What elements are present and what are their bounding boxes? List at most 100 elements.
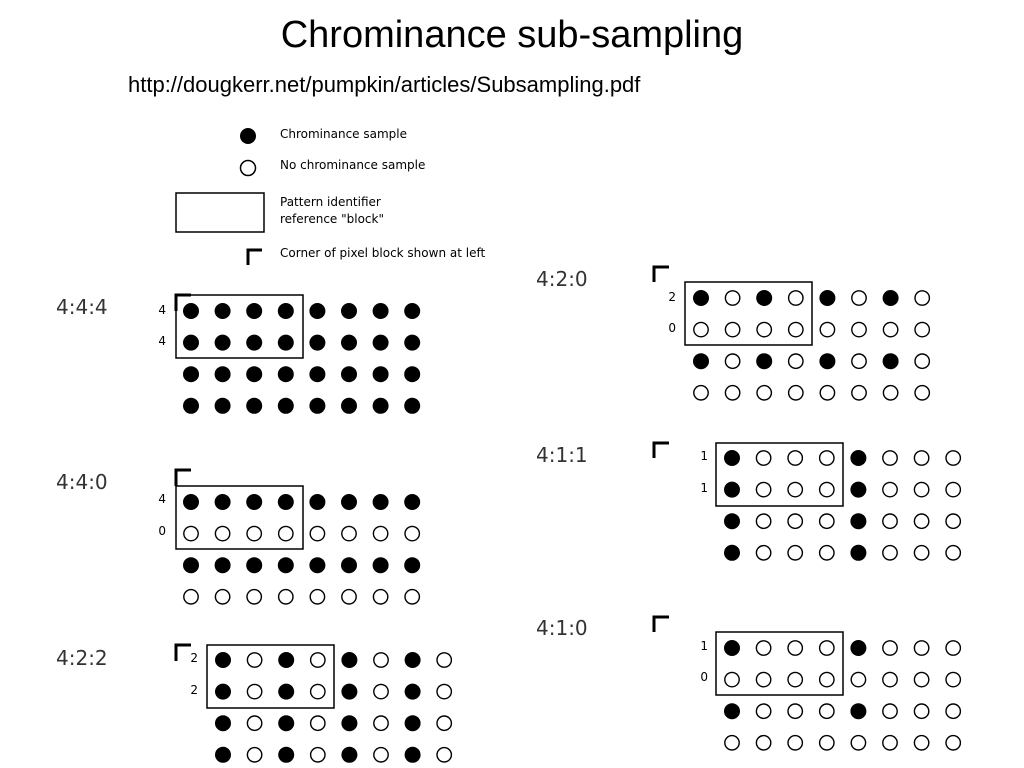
- no-sample-dot: [913, 671, 930, 688]
- no-sample-dot: [818, 450, 835, 466]
- no-sample-dot: [787, 734, 804, 751]
- chrominance-sample-dot: [693, 353, 709, 370]
- no-sample-dot: [246, 525, 263, 542]
- chrominance-sample-dot: [214, 494, 231, 510]
- no-sample-dot: [882, 384, 899, 401]
- chrominance-sample-dot: [850, 481, 867, 498]
- chrominance-sample-dot: [277, 494, 294, 510]
- chrominance-sample-dot: [277, 397, 294, 414]
- chrominance-sample-dot: [850, 544, 867, 561]
- no-sample-dot: [309, 588, 326, 605]
- no-sample-dot: [787, 321, 804, 338]
- no-sample-dot: [882, 481, 898, 498]
- legend-corner-marker: [246, 248, 262, 265]
- chrominance-sample-dot: [372, 557, 389, 574]
- no-sample-dot: [914, 321, 931, 338]
- no-sample-dot: [787, 384, 804, 401]
- block-rect: [715, 442, 844, 507]
- corner-marker: [652, 265, 669, 282]
- no-sample-dot: [373, 715, 389, 732]
- no-sample-dot: [787, 703, 804, 720]
- legend-block-label: Pattern identifier reference "block": [280, 195, 384, 226]
- chrominance-sample-dot: [372, 494, 389, 510]
- chrominance-sample-dot: [309, 303, 326, 319]
- chrominance-sample-dot: [183, 334, 199, 351]
- chrominance-sample-dot: [277, 366, 294, 383]
- chrominance-sample-dot: [341, 366, 357, 383]
- chrominance-sample-dot: [756, 290, 773, 306]
- legend-filled-label: Chrominance sample: [280, 127, 408, 141]
- chrominance-sample-dot: [404, 366, 421, 383]
- no-sample-dot: [945, 703, 962, 720]
- chrominance-sample-dot: [404, 715, 421, 732]
- block-rect: [715, 631, 844, 696]
- chrominance-sample-dot: [183, 366, 199, 383]
- no-sample-dot: [913, 481, 930, 498]
- no-sample-dot: [246, 715, 263, 732]
- no-sample-dot: [851, 384, 867, 401]
- chrominance-sample-dot: [819, 290, 836, 306]
- no-sample-dot: [436, 683, 453, 700]
- pattern-label-410: 4:1:0: [536, 616, 588, 640]
- pattern-grid-440: [174, 468, 421, 605]
- no-sample-dot: [246, 683, 263, 700]
- chrominance-sample-dot: [246, 494, 263, 510]
- chrominance-sample-dot: [404, 746, 421, 763]
- no-sample-dot: [913, 544, 930, 561]
- row-label-420-a: 2: [668, 290, 676, 304]
- no-sample-dot: [913, 734, 930, 751]
- chrominance-sample-dot: [850, 640, 867, 656]
- pattern-grid-420: [652, 265, 931, 401]
- chrominance-sample-dot: [404, 494, 421, 510]
- no-sample-dot: [436, 652, 453, 668]
- chrominance-sample-dot: [309, 557, 326, 574]
- row-label-440-a: 4: [158, 492, 166, 506]
- no-sample-dot: [913, 703, 930, 720]
- no-sample-dot: [882, 734, 898, 751]
- chrominance-sample-dot: [214, 366, 231, 383]
- no-sample-dot: [724, 734, 740, 751]
- no-sample-dot: [850, 734, 867, 751]
- legend-block-rect: [175, 192, 265, 233]
- no-sample-dot: [818, 640, 835, 656]
- no-sample-dot: [246, 588, 263, 605]
- block-rect: [175, 294, 304, 359]
- no-sample-dot: [882, 513, 898, 530]
- no-sample-dot: [756, 384, 773, 401]
- no-sample-dot: [787, 544, 804, 561]
- chrominance-sample-dot: [215, 683, 231, 700]
- no-sample-dot: [372, 525, 389, 542]
- legend-empty-label: No chrominance sample: [280, 158, 426, 172]
- no-sample-dot: [819, 384, 836, 401]
- no-sample-dot: [851, 321, 867, 338]
- no-sample-dot: [246, 652, 263, 668]
- no-sample-dot: [755, 640, 772, 656]
- row-label-420-b: 0: [668, 321, 676, 335]
- pattern-grid-444: [174, 293, 421, 414]
- no-sample-dot: [755, 734, 772, 751]
- no-sample-dot: [787, 290, 804, 306]
- no-sample-dot: [309, 525, 326, 542]
- chrominance-sample-dot: [404, 334, 421, 351]
- no-sample-dot: [787, 353, 804, 370]
- no-sample-dot: [309, 715, 326, 732]
- chrominance-sample-dot: [215, 746, 231, 763]
- chrominance-sample-dot: [278, 652, 295, 668]
- no-sample-dot: [341, 588, 357, 605]
- row-label-444-a: 4: [158, 303, 166, 317]
- chrominance-sample-dot: [341, 715, 358, 732]
- chrominance-sample-dot: [341, 494, 357, 510]
- legend-empty-dot: [239, 159, 257, 177]
- no-sample-dot: [373, 683, 389, 700]
- legend-filled-dot: [240, 128, 256, 144]
- no-sample-dot: [183, 588, 199, 605]
- no-sample-dot: [404, 588, 421, 605]
- no-sample-dot: [945, 640, 962, 656]
- chrominance-sample-dot: [183, 397, 199, 414]
- no-sample-dot: [882, 671, 898, 688]
- no-sample-dot: [882, 703, 898, 720]
- no-sample-dot: [913, 513, 930, 530]
- chrominance-sample-dot: [215, 715, 231, 732]
- chrominance-sample-dot: [309, 334, 326, 351]
- no-sample-dot: [309, 683, 326, 700]
